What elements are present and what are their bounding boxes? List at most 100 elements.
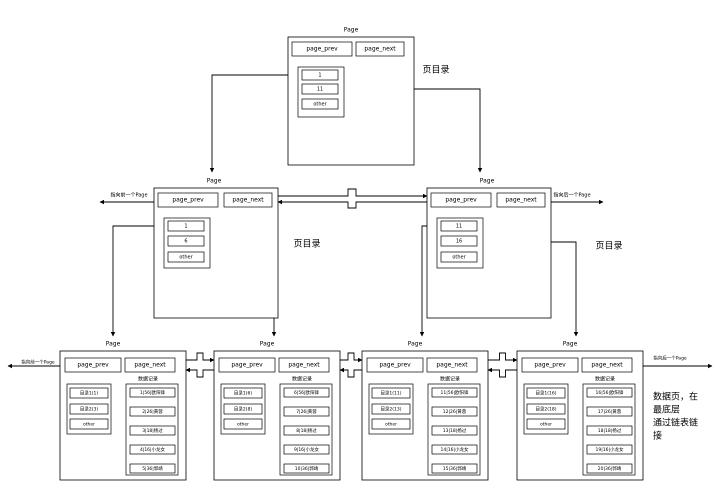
- leaf-2-data-record-label: 数据记录: [292, 376, 312, 383]
- leaf-1-page-prev-label: page_prev: [77, 362, 109, 369]
- leaf-3-page-prev-field: [366, 357, 424, 373]
- mid-left-dir-entry: [167, 235, 205, 247]
- root-dir-entry-label: other: [313, 102, 327, 108]
- root-page-dir-label: 页目录: [422, 65, 449, 76]
- leaf-1-dir-entry-label: 目录2(3): [80, 406, 98, 413]
- leaf-2-record-label: 8|18|杨过: [296, 427, 317, 434]
- leaf-1-dir-entry-label: 目录1(1): [80, 390, 98, 397]
- leaf-4-dir-entry-label: 目录1(16): [535, 390, 556, 397]
- leaf-next-text: 指向后一个Page: [653, 355, 687, 362]
- leaf-3-record: [431, 444, 478, 455]
- leaf-4-record-label: 19|16|小龙女: [596, 446, 624, 453]
- leaf-note-line-1: 数据页，在: [653, 391, 698, 403]
- leaf-3-record: [431, 387, 478, 398]
- leaf-2-dir-other-label: other: [237, 422, 249, 428]
- leaf-2-page-prev-label: page_prev: [231, 362, 263, 369]
- leaf-2-record-label: 10|36|郭靖: [295, 465, 319, 472]
- leaf-3-record: [431, 425, 478, 436]
- leaf-4-page-next-field: [581, 357, 633, 373]
- root-page-next-field: [355, 41, 405, 57]
- mid-left-page-prev-label: page_prev: [172, 197, 204, 204]
- leaf-sibling-link-back: [185, 367, 214, 378]
- leaf-1-page-next-field: [124, 357, 176, 373]
- mid-right-page-next-field: [496, 192, 546, 208]
- leaf-1-page-next-label: page_next: [134, 362, 166, 369]
- mid-left-prev-text: 指向前一个Page: [110, 192, 147, 199]
- leaf-4-record-label: 20|36|郭靖: [598, 465, 622, 472]
- leaf-1-record: [129, 387, 176, 398]
- mid-left-dir-entry-label: 1: [184, 224, 187, 230]
- leaf-1-dir-entry: [69, 403, 109, 415]
- leaf-4-record: [586, 463, 633, 474]
- leaf-4-record: [586, 387, 633, 398]
- leaf-2-record-label: 7|26|黄蓉: [296, 408, 317, 415]
- mid-right-dir-entry: [440, 220, 478, 232]
- leaf-2-page-title: Page: [260, 341, 275, 348]
- leaf-2-record: [283, 425, 330, 436]
- leaf-3-record: [431, 463, 478, 474]
- leaf-3-dir-entry: [371, 403, 411, 415]
- leaf-1-record-label: 3|18|杨过: [142, 427, 163, 434]
- leaf-3-dir-entry-other: [371, 418, 411, 430]
- leaf-4-dir-entry-label: 目录2(18): [535, 406, 556, 413]
- mid-right-next-text: 指向后一个Page: [553, 192, 590, 199]
- root-page-title: Page: [344, 27, 359, 34]
- leaf-4-page-next-label: page_next: [591, 362, 623, 369]
- leaf-sibling-link-back: [487, 367, 517, 378]
- leaf-4-dir-entry-other: [526, 418, 566, 430]
- leaf-1-dir-other-label: other: [83, 422, 95, 428]
- mid-right-dir-entry-label: other: [452, 255, 466, 261]
- leaf-2-page-next-field: [278, 357, 330, 373]
- leaf-4-page-prev-label: page_prev: [534, 362, 566, 369]
- leaf-4-page-title: Page: [563, 341, 578, 348]
- root-page-next-label: page_next: [364, 46, 396, 53]
- mid-left-page-prev-field: [157, 192, 219, 208]
- root-dir-entry-label: 11: [317, 87, 323, 93]
- leaf-note-line-3: 通过链表链: [653, 417, 698, 429]
- leaf-sibling-link-forward: [340, 352, 363, 363]
- mid-right-page-next-label: page_next: [505, 197, 537, 204]
- leaf-4-dir-entry: [526, 387, 566, 399]
- mid-right-dir-entry-label: 11: [456, 224, 462, 230]
- leaf-1-record-label: 1|56|欧阳锋: [140, 389, 166, 396]
- root-dir-entry-label: 1: [318, 73, 321, 79]
- leaf-3-record-label: 13|18|杨过: [443, 427, 467, 434]
- leaf-4-record-label: 18|18|杨过: [598, 427, 622, 434]
- mid-left-dir-entry-label: 6: [184, 239, 187, 245]
- leaf-1-dir-entry: [69, 387, 109, 399]
- mid-left-page-next-label: page_next: [232, 197, 264, 204]
- root-dir-entry: [301, 69, 339, 81]
- leaf-3-page-title: Page: [408, 341, 423, 348]
- leaf-1-page-title: Page: [106, 341, 121, 348]
- leaf-1-record: [129, 406, 176, 417]
- leaf-2-record-label: 9|16|小龙女: [294, 446, 320, 453]
- leaf-note-line-2: 最底层: [653, 404, 680, 416]
- root-page-prev-field: [291, 41, 353, 57]
- leaf-2-record: [283, 406, 330, 417]
- root-dir-entry: [301, 83, 339, 95]
- leaf-1-data-record-label: 数据记录: [138, 376, 158, 383]
- leaf-2-record: [283, 463, 330, 474]
- leaf-2-dir-entry-label: 目录1(6): [234, 390, 252, 397]
- mid-left-dir-entry-label: other: [179, 255, 193, 261]
- mid-right-page-title: Page: [480, 178, 495, 185]
- leaf-1-record-label: 4|16|小龙女: [140, 446, 166, 453]
- leaf-2-record-label: 6|56|欧阳锋: [294, 389, 320, 396]
- mid-left-dir-entry: [167, 220, 205, 232]
- mid-right-dir-entry: [440, 251, 478, 263]
- leaf-4-record: [586, 406, 633, 417]
- leaf-4-record-label: 17|26|黄蓉: [598, 408, 622, 415]
- leaf-3-dir-other-label: other: [385, 422, 397, 428]
- leaf-sibling-link-forward: [186, 352, 215, 363]
- leaf-prev-text: 指向前一个Page: [21, 359, 55, 366]
- root-page-prev-label: page_prev: [306, 46, 338, 53]
- mid-right-dir-entry: [440, 235, 478, 247]
- leaf-2-page-prev-field: [218, 357, 276, 373]
- leaf-3-record-label: 12|26|黄蓉: [443, 408, 467, 415]
- mid-left-page-dir-label: 页目录: [293, 239, 320, 250]
- leaf-1-record: [129, 444, 176, 455]
- leaf-3-dir-entry: [371, 387, 411, 399]
- leaf-3-dir-entry-label: 目录2(13): [380, 406, 401, 413]
